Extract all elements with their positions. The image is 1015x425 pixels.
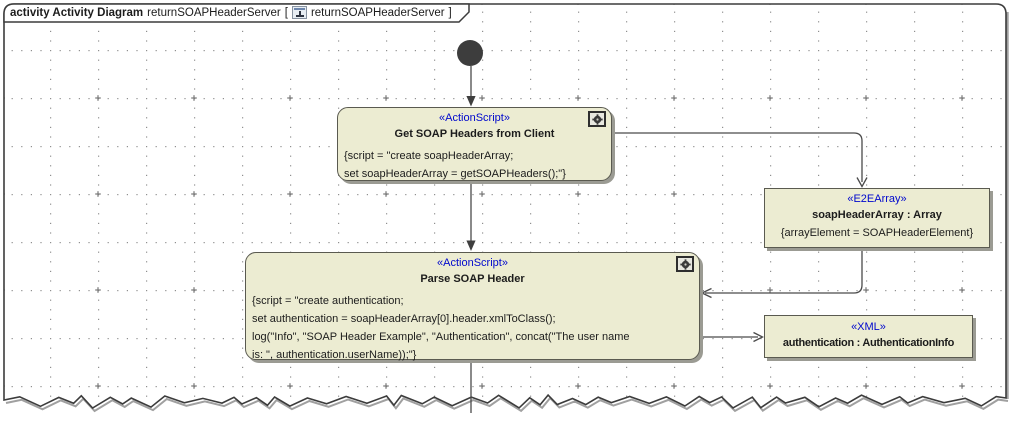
frame-tab-shape bbox=[3, 3, 470, 23]
action-script-text: {script = "create authentication; set au… bbox=[252, 295, 630, 361]
frame-tab-title: activity Activity Diagram bbox=[10, 6, 144, 19]
frame-border bbox=[3, 3, 1007, 410]
object-title: authentication : AuthenticationInfo bbox=[782, 337, 955, 349]
object-node-authentication[interactable]: «XML» authentication : AuthenticationInf… bbox=[764, 315, 973, 358]
stereotype-label: «ActionScript» bbox=[439, 112, 510, 124]
frame-tab-label: activity Activity Diagram returnSOAPHead… bbox=[10, 5, 452, 20]
frame-bracket-close: ] bbox=[448, 6, 452, 19]
stereotype-label: «ActionScript» bbox=[437, 257, 508, 269]
action-node-parse-soap-header[interactable]: «ActionScript» Parse SOAP Header {script… bbox=[245, 252, 700, 361]
frame-ref-name: returnSOAPHeaderServer bbox=[310, 6, 445, 19]
object-tag-text: {arrayElement = SOAPHeaderElement} bbox=[780, 227, 974, 239]
diagram-icon bbox=[291, 6, 307, 19]
object-title: soapHeaderArray : Array bbox=[812, 209, 942, 221]
frame-bracket-open: [ bbox=[284, 6, 288, 19]
object-flow-array-to-parse[interactable] bbox=[700, 248, 863, 299]
action-script-text: {script = "create soapHeaderArray; set s… bbox=[344, 150, 566, 180]
frame-diagram-name: returnSOAPHeaderServer bbox=[147, 6, 281, 19]
torn-edge-shadow bbox=[5, 396, 1009, 413]
object-flow-parse-to-authentication[interactable] bbox=[700, 331, 764, 343]
action-node-get-soap-headers[interactable]: «ActionScript» Get SOAP Headers from Cli… bbox=[337, 107, 612, 181]
behavior-gear-icon bbox=[676, 256, 694, 272]
control-flow-initial-to-get-headers[interactable] bbox=[466, 66, 476, 107]
stereotype-label: «XML» bbox=[851, 321, 886, 333]
initial-node[interactable] bbox=[457, 40, 483, 66]
action-title: Parse SOAP Header bbox=[420, 273, 525, 285]
object-flow-get-headers-to-array[interactable] bbox=[612, 132, 868, 188]
control-flow-get-headers-to-parse[interactable] bbox=[466, 181, 476, 251]
object-node-soap-header-array[interactable]: «E2EArray» soapHeaderArray : Array {arra… bbox=[764, 188, 990, 248]
action-title: Get SOAP Headers from Client bbox=[394, 128, 555, 140]
behavior-gear-icon bbox=[588, 111, 606, 127]
stereotype-label: «E2EArray» bbox=[847, 193, 907, 205]
